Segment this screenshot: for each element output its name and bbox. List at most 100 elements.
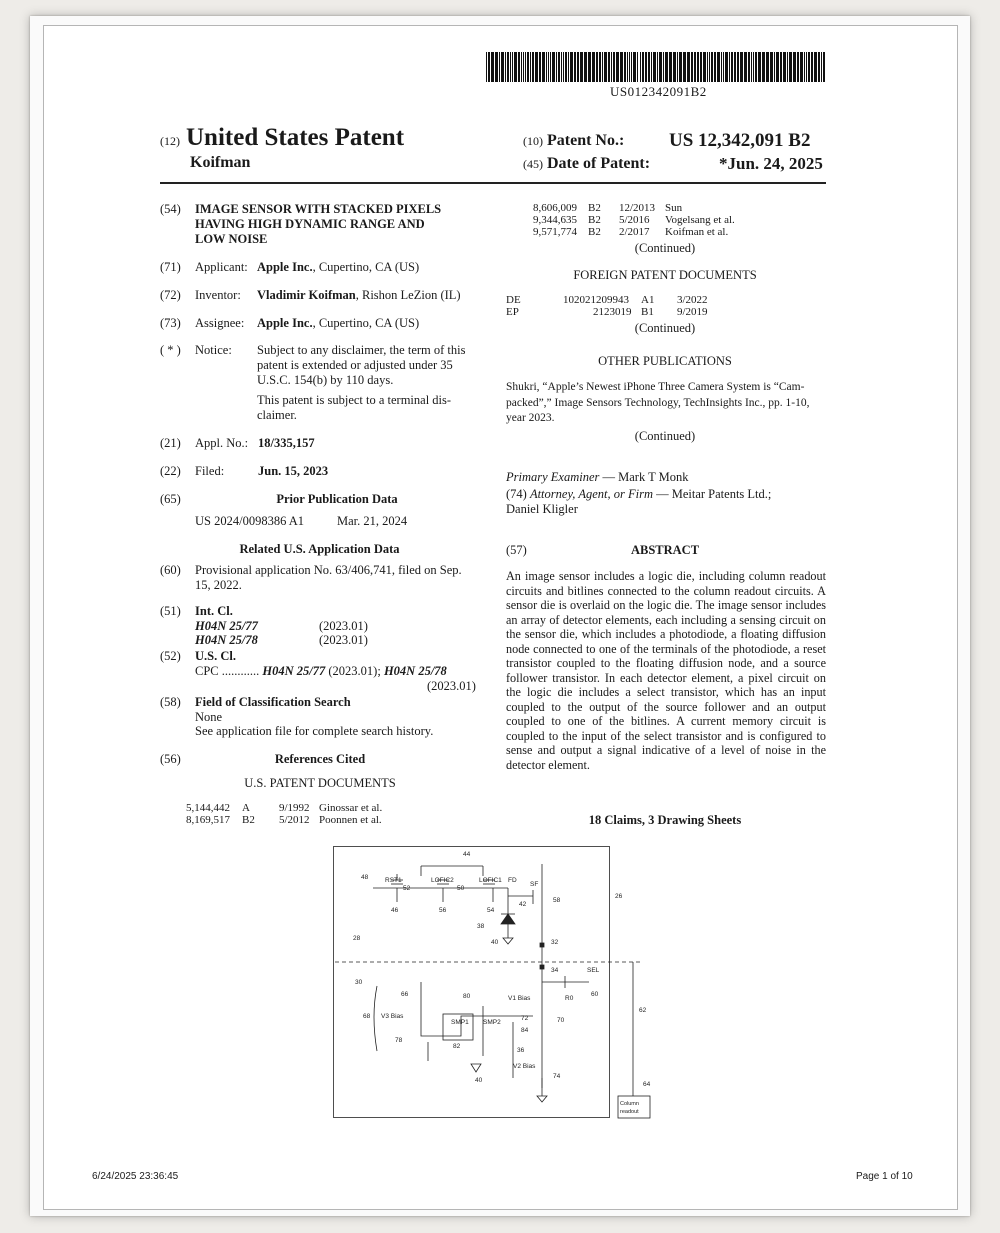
patent-date-row: (45)Date of Patent: *Jun. 24, 2025 xyxy=(523,154,823,173)
notice-line-1: Subject to any disclaimer, the term of t… xyxy=(257,343,466,357)
ref-date: 5/2012 xyxy=(279,814,310,826)
figure-reference-label: 66 xyxy=(401,991,409,998)
other-pubs-heading: OTHER PUBLICATIONS xyxy=(598,354,732,368)
cpc-label: CPC ............ xyxy=(195,664,260,678)
ground-symbol xyxy=(502,937,514,945)
examiner-label: Primary Examiner xyxy=(506,470,600,484)
field-code-22: (22) xyxy=(160,464,181,478)
smp1-block xyxy=(442,1013,474,1041)
notice-line-4: This patent is subject to a terminal dis… xyxy=(257,393,452,407)
foreign-country: DE xyxy=(506,294,521,306)
figure-reference-label: V1 Bias xyxy=(508,995,531,1002)
figure-reference-label: V3 Bias xyxy=(381,1013,404,1020)
figure-reference-label: 64 xyxy=(643,1081,651,1088)
attorney-line-2: Daniel Kligler xyxy=(506,502,578,516)
attorney-line: (74) Attorney, Agent, or Firm — Meitar P… xyxy=(506,487,771,502)
inventor-surname: Koifman xyxy=(190,154,251,171)
inventor-label: Inventor: xyxy=(195,288,241,302)
figure-reference-label: 34 xyxy=(551,967,559,974)
figure-reference-label: 40 xyxy=(475,1077,483,1084)
figure-reference-label: 38 xyxy=(477,923,485,930)
attorney-name: — Meitar Patents Ltd.; xyxy=(652,487,772,501)
uscl-heading: U.S. Cl. xyxy=(195,649,236,663)
cpc-year-1: (2023.01); xyxy=(325,664,384,678)
ref-number: 8,169,517 xyxy=(186,814,230,826)
field-code-65: (65) xyxy=(160,492,181,506)
figure-reference-label: LOFIC1 xyxy=(479,877,502,884)
ref-kind: B2 xyxy=(588,214,601,226)
figure-reference-label: 30 xyxy=(355,979,363,986)
assignee-location: , Cupertino, CA (US) xyxy=(312,316,420,330)
patent-type-heading: (12)United States Patent xyxy=(160,124,404,152)
ref-number: 5,144,442 xyxy=(186,802,230,814)
other-pub-line-1: Shukri, “Apple’s Newest iPhone Three Cam… xyxy=(506,381,805,393)
figure-reference-label: 68 xyxy=(363,1013,371,1020)
figure-reference-label: 80 xyxy=(463,993,471,1000)
lofic2-transistor xyxy=(437,879,449,885)
ref-kind: B2 xyxy=(242,814,255,826)
ref-kind: A xyxy=(242,802,250,814)
field-code-57: (57) xyxy=(506,543,527,557)
abstract-text: An image sensor includes a logic die, in… xyxy=(506,569,826,772)
foreign-country: EP xyxy=(506,306,519,318)
provisional-line-2: 15, 2022. xyxy=(195,578,242,592)
assignee-label: Assignee: xyxy=(195,316,245,330)
figure-reference-label: 72 xyxy=(521,1015,529,1022)
prior-pub-number: US 2024/0098386 A1 xyxy=(195,514,305,528)
barcode xyxy=(486,52,826,82)
figure-reference-label: 70 xyxy=(557,1017,565,1024)
figure-reference-label: 44 xyxy=(463,851,471,858)
claims-summary: 18 Claims, 3 Drawing Sheets xyxy=(588,813,742,827)
field-code-73: (73) xyxy=(160,316,181,330)
inventor-value: Vladimir Koifman, Rishon LeZion (IL) xyxy=(257,288,461,303)
field-code-72: (72) xyxy=(160,288,181,302)
field-code-51: (51) xyxy=(160,604,181,618)
ref-number: 9,571,774 xyxy=(533,226,577,238)
column-readout-box xyxy=(617,1095,651,1119)
patent-number-label: Patent No.: xyxy=(547,132,625,149)
notice-line-2: patent is extended or adjusted under 35 xyxy=(257,358,453,372)
intcl-heading: Int. Cl. xyxy=(195,604,233,618)
us-docs-heading: U.S. PATENT DOCUMENTS xyxy=(244,776,396,790)
references-heading: References Cited xyxy=(274,752,366,766)
page-border xyxy=(43,25,958,1210)
figure-reference-label: 58 xyxy=(553,897,561,904)
patent-type: United States Patent xyxy=(186,124,405,151)
field-code-56: (56) xyxy=(160,752,181,766)
page-sheet xyxy=(30,16,970,1216)
field-code-21: (21) xyxy=(160,436,181,450)
ground-symbol-3 xyxy=(536,1095,548,1103)
patent-date: *Jun. 24, 2025 xyxy=(719,154,823,173)
related-heading: Related U.S. Application Data xyxy=(239,542,400,556)
attorney-label: Attorney, Agent, or Firm xyxy=(529,487,653,501)
field-code-60: (60) xyxy=(160,563,181,577)
figure-reference-label: 50 xyxy=(457,885,465,892)
ref-name: Koifman et al. xyxy=(665,226,729,238)
page-indicator: Page 1 of 10 xyxy=(856,1171,913,1182)
continued-note-3: (Continued) xyxy=(634,429,696,443)
inventor-name: Vladimir Koifman xyxy=(257,288,356,302)
figure-reference-label: 28 xyxy=(353,935,361,942)
field-search-line-2: See application file for complete search… xyxy=(195,724,434,738)
field-code-71: (71) xyxy=(160,260,181,274)
other-pub-line-2: packed”,” Image Sensors Technology, Tech… xyxy=(506,397,810,409)
cpc-code-2: H04N 25/78 xyxy=(383,664,447,678)
assignee-name: Apple Inc. xyxy=(257,316,313,330)
field-search-heading: Field of Classification Search xyxy=(195,695,351,709)
field-code-notice: ( * ) xyxy=(160,343,181,357)
abstract-heading: ABSTRACT xyxy=(630,543,700,557)
foreign-kind: B1 xyxy=(641,306,654,318)
figure-reference-label: FD xyxy=(508,877,517,884)
figure-reference-label: 84 xyxy=(521,1027,529,1034)
rst1-transistor xyxy=(391,874,403,885)
lofic1-transistor xyxy=(483,879,495,885)
readout-label-1: Column xyxy=(620,1101,639,1107)
ref-number: 9,344,635 xyxy=(533,214,577,226)
barcode-bars xyxy=(486,52,825,82)
cpc-year-2: (2023.01) xyxy=(427,679,476,693)
ref-date: 9/1992 xyxy=(279,802,310,814)
field-code: (10) xyxy=(523,134,543,148)
invention-title-line-2: HAVING HIGH DYNAMIC RANGE AND xyxy=(195,217,425,231)
cpc-code-1: H04N 25/77 xyxy=(262,664,326,678)
